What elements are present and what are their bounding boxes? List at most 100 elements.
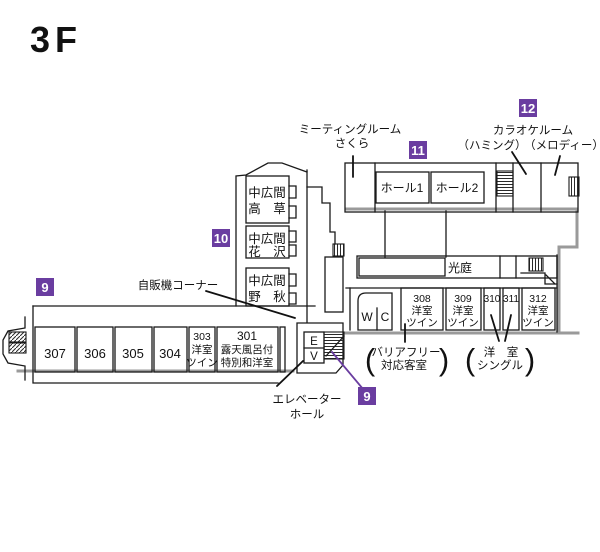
- nakahiroma-column: 中広間 高 草 中広間 花 沢 中広間 野 秋: [235, 162, 308, 323]
- single-paren-right: ): [525, 342, 535, 377]
- room-306-number: 306: [84, 346, 106, 361]
- karaoke-humming-label: （ハミング）: [458, 138, 527, 152]
- room-wc: [357, 292, 393, 331]
- corridor-sliver: [279, 326, 286, 373]
- room-303-type: 洋室: [192, 343, 213, 356]
- karaoke-melody-label: （メロディー）: [524, 138, 600, 152]
- door-notches: [288, 185, 297, 305]
- room-303-type2: ツイン: [186, 357, 218, 369]
- right-wing: W C 308 洋室 ツイン 309 洋室 ツイン 310 311 312 洋室…: [345, 254, 558, 333]
- room-311-number: 311: [503, 294, 519, 305]
- barrier-free-label-2: 対応客室: [381, 358, 427, 372]
- badge-10: 10: [212, 229, 230, 247]
- karaoke-label: カラオケルーム: [493, 124, 573, 137]
- room-312-type: 洋室: [528, 304, 549, 317]
- corridor-gray-lines: [16, 207, 580, 373]
- kotei-partitions: [499, 255, 517, 279]
- top-wing: ホール1 ホール2: [344, 162, 580, 213]
- vending-corner-label: 自販機コーナー: [138, 278, 219, 292]
- single-label-2: シングル: [477, 358, 523, 372]
- badge-9-bottom-number: 9: [363, 389, 370, 404]
- room-307-number: 307: [44, 346, 66, 361]
- room-303-number: 303: [193, 331, 211, 343]
- room-hall1-label: ホール1: [381, 181, 424, 195]
- pointer-single-310: [490, 314, 500, 342]
- room-hall2-label: ホール2: [436, 181, 479, 195]
- elevator-v-label: V: [310, 351, 318, 363]
- room-309: [445, 287, 482, 331]
- room-304-number: 304: [159, 346, 181, 361]
- room-takakusa-label: 中広間: [248, 185, 286, 200]
- elevator-hall-label-2: ホール: [290, 408, 325, 421]
- room-noaki-name: 野 秋: [248, 290, 286, 304]
- stairs-hatch-icon: [8, 331, 27, 343]
- badge-12: 12: [519, 99, 537, 117]
- pointer-melody: [554, 155, 561, 176]
- room-takakusa: [245, 175, 290, 224]
- stairs-hatch-icon: [568, 176, 580, 197]
- room-hall2: [430, 171, 485, 204]
- room-takakusa-name: 高 草: [248, 201, 286, 216]
- room-306: [76, 326, 114, 373]
- nakahiroma-outline: [235, 162, 308, 307]
- room-hall1: [375, 171, 430, 204]
- room-hanazawa-label: 中広間: [248, 231, 286, 246]
- corridor-shaft: [324, 256, 344, 313]
- elevator-hall-label-1: エレベーター: [273, 393, 342, 406]
- kotei-label: 光庭: [448, 260, 472, 275]
- room-304: [153, 326, 188, 373]
- stairs-hatch-icon: [496, 170, 514, 197]
- room-312-number: 312: [529, 293, 547, 305]
- stairs-hatch-icon: [528, 257, 544, 272]
- badge-11-box: [409, 141, 427, 159]
- left-stairs-bay: [2, 316, 26, 381]
- badge-9-bottom: 9: [358, 387, 376, 405]
- annotation-labels: ミーティングルーム さくら カラオケルーム （ハミング） （メロディー） 自販機…: [138, 122, 600, 421]
- room-308-number: 308: [413, 293, 431, 305]
- left-wing: 307 306 305 304 303 洋室 ツイン 301 露天風呂付 特別和…: [2, 305, 316, 384]
- pointer-elevator-hall: [276, 360, 304, 387]
- kotei-left-room: [358, 257, 446, 277]
- badge-9-bottom-box: [358, 387, 376, 405]
- page-title: 3F: [30, 19, 82, 60]
- badge-12-number: 12: [521, 101, 535, 116]
- pointer-single-311: [504, 314, 512, 342]
- room-312: [521, 287, 556, 331]
- room-hanazawa-name: 花 沢: [248, 244, 286, 259]
- room-301-type: 露天風呂付: [221, 343, 274, 356]
- wc-w-label: W: [361, 310, 373, 324]
- kotei-step-wall: [520, 272, 558, 285]
- room-308: [400, 287, 444, 331]
- elevator-e-label: E: [310, 336, 318, 348]
- barrier-free-paren-left: (: [365, 342, 376, 377]
- center-corridor: [306, 186, 447, 313]
- room-308-type2: ツイン: [406, 317, 438, 329]
- left-wing-outline: [32, 305, 279, 384]
- badge-9-left-number: 9: [41, 280, 48, 295]
- barrier-free-paren-right: ): [439, 342, 449, 377]
- single-paren-left: (: [465, 342, 476, 377]
- room-310: [483, 287, 501, 331]
- pointer-lines: [205, 151, 561, 390]
- badge-10-number: 10: [214, 231, 228, 246]
- badge-11-number: 11: [411, 143, 425, 158]
- room-301-number: 301: [237, 329, 257, 343]
- badge-9-left-box: [36, 278, 54, 296]
- room-303: [188, 326, 216, 373]
- room-310-number: 310: [484, 294, 501, 305]
- pointer-vending: [205, 290, 296, 319]
- pointer-badge-9-stairs: [331, 351, 364, 390]
- room-301: [216, 326, 279, 373]
- meeting-room-label-1: ミーティングルーム: [299, 122, 401, 136]
- room-308-type: 洋室: [412, 304, 433, 317]
- badge-9-left: 9: [36, 278, 54, 296]
- pointer-humming: [511, 151, 527, 175]
- corridor-line-right: [344, 207, 579, 334]
- badge-12-box: [519, 99, 537, 117]
- room-noaki-label: 中広間: [248, 273, 286, 288]
- meeting-room-label-2: さくら: [335, 137, 370, 150]
- room-305: [114, 326, 153, 373]
- room-309-type: 洋室: [453, 304, 474, 317]
